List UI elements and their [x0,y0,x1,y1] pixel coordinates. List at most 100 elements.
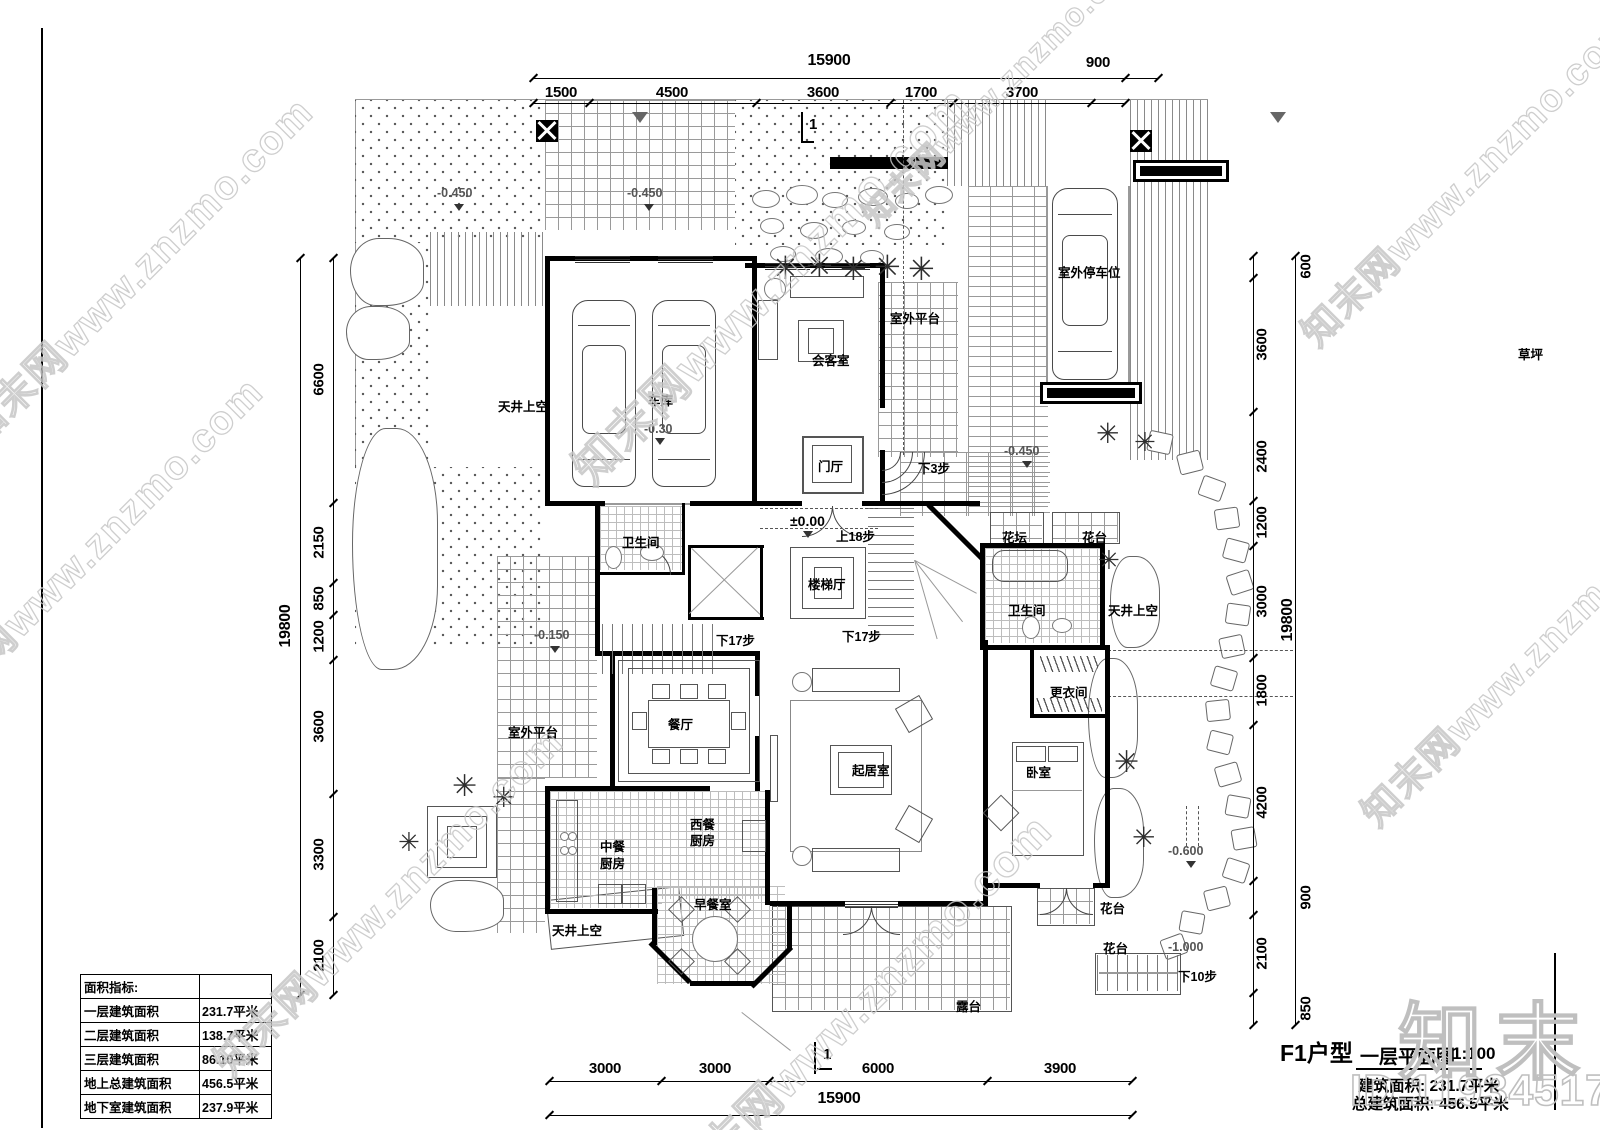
dim-bottom-total: 15900 [817,1090,861,1107]
site-label-patio: 室外平台 [508,726,559,740]
dim-left-total: 19800 [277,604,294,648]
room-label-kitchen-w: 厨房 [690,834,716,848]
titleblock-divider [1554,953,1556,1110]
toilet [605,546,622,569]
site-label-terrace: 露台 [956,1000,982,1014]
title-underline [1356,1068,1482,1070]
room-label-living: 起居室 [852,764,890,778]
column-marker-icon [536,120,558,142]
grass-dots-area [355,100,545,242]
walk-west [497,778,545,933]
tree-icon: ✳ [1098,546,1120,576]
stair-treads [868,508,914,642]
room-label-garage: 车库 [648,394,674,408]
bath2-floor [985,548,1100,643]
site-label-lawn: 草坪 [1518,348,1544,362]
axis-dashed-line [1108,696,1293,697]
area-indicator-table: 面积指标: 一层建筑面积 231.7平米 二层建筑面积 138.7平米 三层建筑… [80,974,272,1119]
site-label-parking: 室外停车位 [1058,266,1121,280]
table-row: 地上总建筑面积 456.5平米 [81,1070,271,1094]
level-label-zero: ±0.00 [790,513,825,529]
room-label-dining: 餐厅 [668,718,694,732]
garage-car [652,300,716,487]
room-label-breakfast: 早餐室 [694,898,732,912]
steps-down10: 下10步 [1178,970,1217,984]
garage-car [572,300,636,487]
shrub-outline [1088,658,1138,778]
chair [632,712,647,730]
kitchen-w-floor [662,791,765,899]
room-label-reception: 会客室 [812,354,850,368]
burner [568,832,577,841]
parking-line [1128,186,1130,384]
sink [1052,618,1072,633]
room-label-bedroom: 卧室 [1026,766,1052,780]
dim-top-extra: 900 [1085,54,1111,71]
table-title: 面积指标: [81,975,200,998]
room-label-bath1: 卫生间 [622,536,660,550]
patio-west [497,556,597,778]
burner [568,846,577,855]
tree-icon: ✳ [806,247,833,285]
site-label-void: 天井上空 [1108,604,1159,618]
drawing-name-label: 一层平面图 [1360,1047,1456,1068]
rock-outline [346,306,410,360]
watermark-diagonal: 知末网www.znzmo.com [1354,486,1600,836]
axis-dashed-line [903,100,904,455]
terrace-corner [741,1012,791,1052]
axis-dashed-line [1198,806,1199,846]
table-row: 面积指标: [81,975,271,998]
axis-dashed-line [1186,806,1187,846]
pillow [1016,746,1046,762]
chair [652,684,670,699]
side-table [792,672,812,692]
unit-type-label: F1户型 [1280,1040,1353,1066]
bed [1012,742,1084,856]
shrub-outline [1094,788,1144,898]
steps-down3: 下3步 [918,462,950,476]
tree-icon: ✳ [1114,745,1140,780]
maze-planter [427,806,497,878]
wardrobe [1036,698,1102,712]
level-label: -0.450 [437,186,473,200]
level-label: -0.450 [627,186,663,200]
tree-icon: ✳ [840,250,867,288]
room-label-stairhall: 楼梯厅 [808,578,846,592]
tree-icon: ✳ [772,249,799,287]
dim-right-total: 19800 [1279,598,1296,642]
wardrobe [1040,656,1098,672]
rock-outline [352,428,438,670]
chair [731,712,746,730]
rock-outline [350,238,424,306]
chair [708,684,726,699]
site-label-void: 天井上空 [498,400,549,414]
steps-up18: 上18步 [836,530,875,544]
watermark-diagonal: 知末网www.znzmo.com [1294,6,1600,356]
level-label: -0.600 [1168,844,1204,858]
coffee-table [798,320,844,362]
area-line-1: 建筑面积: 231.7平米 [1358,1078,1500,1095]
level-label: -0.150 [534,628,570,642]
center-table [830,745,892,795]
dim-top-total: 15900 [807,52,851,69]
wheel-stop-bar [1040,382,1142,404]
table-row: 一层建筑面积 231.7平米 [81,998,271,1022]
sofa [790,276,864,298]
site-label-void: 天井上空 [552,924,603,938]
level-label: -1.000 [1168,940,1204,954]
drawing-scale-label: 1:100 [1452,1044,1496,1063]
site-label-flowerterrace: 花台 [1082,531,1108,545]
site-level-triangle-icon [632,112,648,123]
kitchen-sink [622,884,646,904]
tv-cabinet [770,735,778,802]
room-label-bath2: 卫生间 [1008,604,1046,618]
chair [680,749,698,764]
rug [790,700,922,852]
tree-icon: ✳ [908,250,935,288]
level-label: -0.30 [644,422,673,436]
tree-icon: ✳ [492,781,516,814]
shrub-outline [430,880,504,932]
toilet [1022,616,1040,639]
watermark-diagonal: 知末网www.znzmo.com [0,88,323,455]
section-marker: 1 [808,116,818,133]
